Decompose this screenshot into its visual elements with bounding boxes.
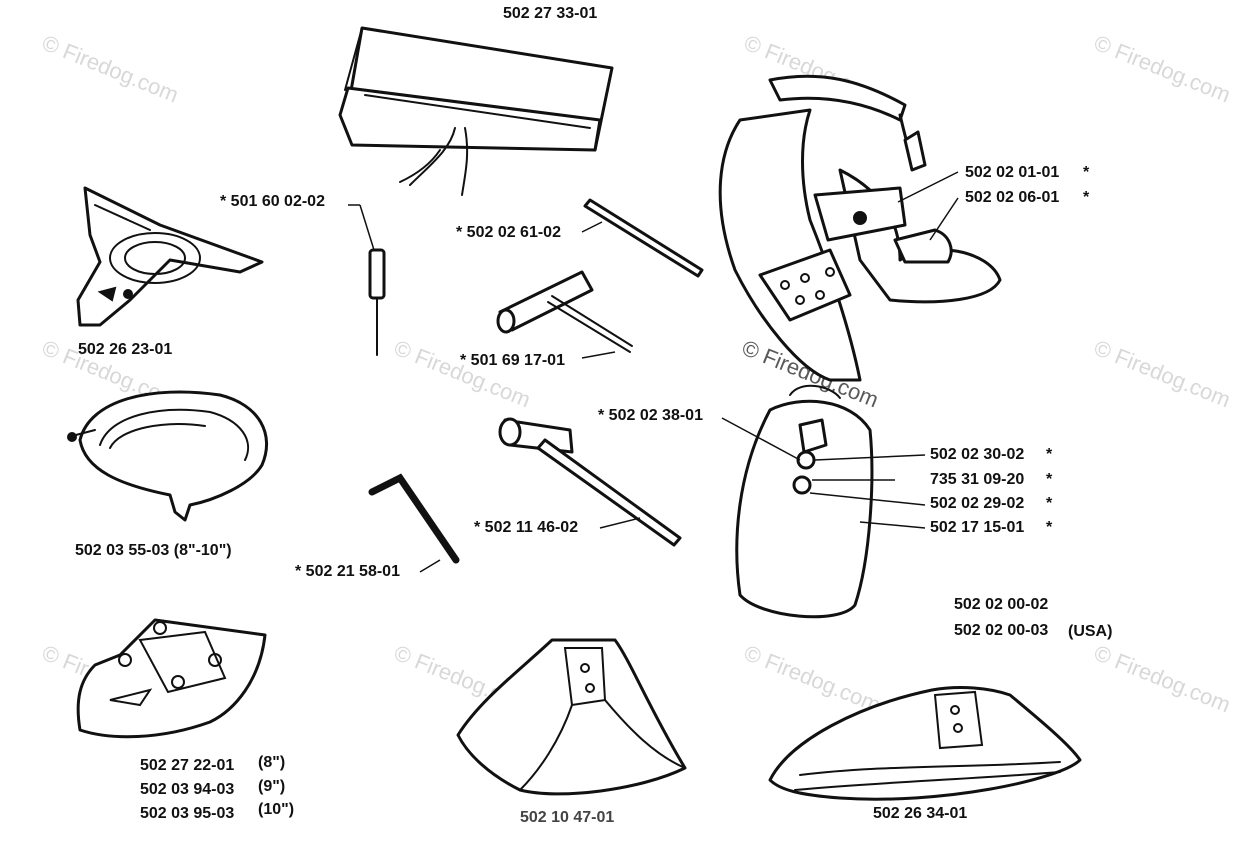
cover-ring-part — [67, 390, 268, 522]
label-harness-b-star: * — [1083, 189, 1090, 206]
label-pad-clip: * 502 02 38-01 — [598, 407, 703, 424]
tool-bag-part — [338, 26, 614, 196]
label-harness-a-star: * — [1083, 164, 1090, 181]
small-guard-part — [76, 618, 267, 739]
label-t-wrench: * 501 69 17-01 — [460, 352, 565, 369]
hex-key-part — [368, 473, 460, 573]
large-guard-part — [768, 686, 1082, 801]
label-harness-kit-b-note: (USA) — [1068, 623, 1113, 640]
label-harness-b: 502 02 06-01 — [965, 189, 1060, 206]
label-guard-small-c-size: (10") — [258, 801, 295, 818]
label-rod: * 502 02 61-02 — [456, 224, 561, 241]
hip-pad-part — [721, 384, 926, 619]
label-guard-small-a-size: (8") — [258, 754, 286, 771]
label-tool-bag: 502 27 33-01 — [503, 5, 598, 22]
trimmer-blade-part — [76, 186, 264, 327]
label-blade: 502 26 23-01 — [78, 341, 173, 358]
label-guard-small-b-size: (9") — [258, 778, 286, 795]
label-pad-s3: * — [1046, 495, 1053, 512]
label-hex-key: * 502 21 58-01 — [295, 563, 400, 580]
label-screwdriver: * 501 60 02-02 — [220, 193, 325, 210]
label-pad-s1: * — [1046, 446, 1053, 463]
label-socket-wrench: * 502 11 46-02 — [474, 519, 579, 536]
label-guard-large: 502 26 34-01 — [873, 805, 968, 822]
label-guard-center-clip: 502 10 47-01 — [520, 809, 640, 828]
harness-part — [718, 74, 1002, 382]
label-pad-p4: 502 17 15-01 — [930, 519, 1025, 536]
label-pad-p2: 735 31 09-20 — [930, 471, 1025, 488]
label-pad-p1: 502 02 30-02 — [930, 446, 1025, 463]
label-guard-small-c: 502 03 95-03 — [140, 805, 235, 822]
rod-part — [581, 198, 704, 278]
parts-diagram — [67, 26, 1082, 801]
label-harness-a: 502 02 01-01 — [965, 164, 1060, 181]
screwdriver-part — [348, 204, 386, 356]
t-wrench-part — [496, 270, 633, 359]
label-cover-ring: 502 03 55-03 (8"-10") — [75, 542, 232, 559]
label-guard-small-a: 502 27 22-01 — [140, 757, 235, 774]
label-harness-kit-b: 502 02 00-03 — [954, 622, 1049, 639]
label-pad-p3: 502 02 29-02 — [930, 495, 1025, 512]
label-guard-small-b: 502 03 94-03 — [140, 781, 235, 798]
label-guard-center: 502 10 47-01 — [520, 809, 615, 826]
label-pad-s4: * — [1046, 519, 1053, 536]
label-harness-kit-a: 502 02 00-02 — [954, 596, 1049, 613]
socket-wrench-part — [498, 417, 682, 547]
center-guard-part — [456, 638, 687, 796]
label-pad-s2: * — [1046, 471, 1053, 488]
